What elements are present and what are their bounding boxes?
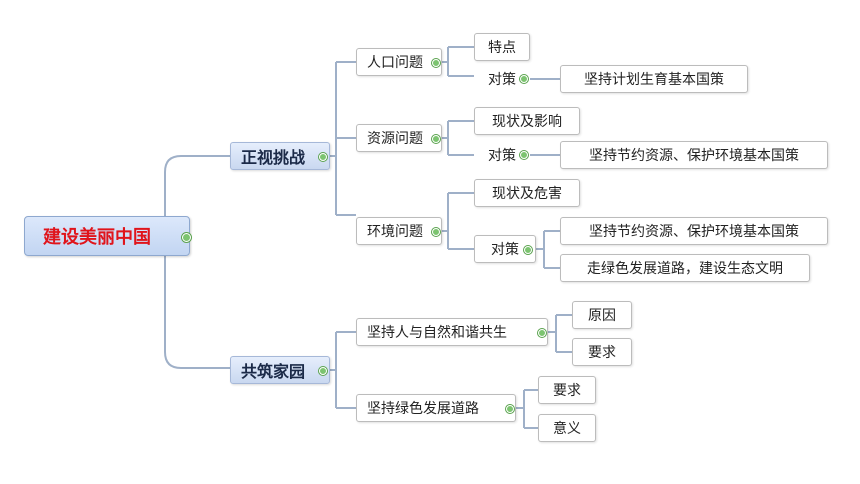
collapse-icon[interactable] <box>506 405 514 413</box>
node-resources-status[interactable]: 现状及影响 <box>474 107 580 135</box>
root-node[interactable]: 建设美丽中国 <box>24 216 191 256</box>
collapse-icon[interactable] <box>432 135 440 143</box>
topic-harmony[interactable]: 坚持人与自然和谐共生 <box>356 318 548 346</box>
node-label: 要求 <box>588 345 616 361</box>
node-label: 走绿色发展道路，建设生态文明 <box>587 261 783 277</box>
collapse-icon[interactable] <box>538 329 546 337</box>
topic-resources[interactable]: 资源问题 <box>356 124 442 152</box>
node-label: 对策 <box>488 72 516 88</box>
node-population-measure-1[interactable]: 坚持计划生育基本国策 <box>560 65 748 93</box>
node-resources-measures[interactable]: 对策 <box>474 142 530 168</box>
collapse-icon[interactable] <box>182 233 191 242</box>
node-environment-measure-2[interactable]: 走绿色发展道路，建设生态文明 <box>560 254 810 282</box>
node-resources-measure-1[interactable]: 坚持节约资源、保护环境基本国策 <box>560 141 828 169</box>
node-green-significance[interactable]: 意义 <box>538 414 596 442</box>
node-label: 坚持节约资源、保护环境基本国策 <box>589 224 799 240</box>
root-label: 建设美丽中国 <box>43 227 151 248</box>
collapse-icon[interactable] <box>520 151 528 159</box>
collapse-icon[interactable] <box>432 59 440 67</box>
node-label: 特点 <box>488 40 516 56</box>
node-features[interactable]: 特点 <box>474 33 530 61</box>
node-label: 现状及危害 <box>492 186 562 202</box>
node-harmony-requirement[interactable]: 要求 <box>572 338 632 366</box>
collapse-icon[interactable] <box>319 367 327 375</box>
node-environment-measures[interactable]: 对策 <box>474 235 536 263</box>
collapse-icon[interactable] <box>524 246 532 254</box>
node-label: 意义 <box>553 421 581 437</box>
topic-label: 坚持人与自然和谐共生 <box>367 325 507 341</box>
topic-label: 坚持绿色发展道路 <box>367 401 479 417</box>
topic-label: 环境问题 <box>367 224 423 240</box>
node-label: 坚持节约资源、保护环境基本国策 <box>589 148 799 164</box>
node-label: 对策 <box>488 148 516 164</box>
topic-environment[interactable]: 环境问题 <box>356 217 442 245</box>
node-label: 要求 <box>553 383 581 399</box>
branch-build-home[interactable]: 共筑家园 <box>230 356 330 384</box>
topic-green-development[interactable]: 坚持绿色发展道路 <box>356 394 516 422</box>
node-label: 对策 <box>491 242 519 258</box>
topic-population[interactable]: 人口问题 <box>356 48 442 76</box>
node-environment-status[interactable]: 现状及危害 <box>474 179 580 207</box>
collapse-icon[interactable] <box>432 228 440 236</box>
node-population-measures[interactable]: 对策 <box>474 66 530 92</box>
topic-label: 人口问题 <box>367 55 423 71</box>
node-label: 坚持计划生育基本国策 <box>584 72 724 88</box>
branch-label: 共筑家园 <box>241 362 306 381</box>
node-label: 现状及影响 <box>492 114 562 130</box>
node-harmony-reason[interactable]: 原因 <box>572 301 632 329</box>
node-environment-measure-1[interactable]: 坚持节约资源、保护环境基本国策 <box>560 217 828 245</box>
collapse-icon[interactable] <box>520 75 528 83</box>
node-label: 原因 <box>588 308 616 324</box>
collapse-icon[interactable] <box>319 153 327 161</box>
topic-label: 资源问题 <box>367 131 423 147</box>
branch-face-challenges[interactable]: 正视挑战 <box>230 142 330 170</box>
node-green-requirement[interactable]: 要求 <box>538 376 596 404</box>
branch-label: 正视挑战 <box>241 148 306 167</box>
